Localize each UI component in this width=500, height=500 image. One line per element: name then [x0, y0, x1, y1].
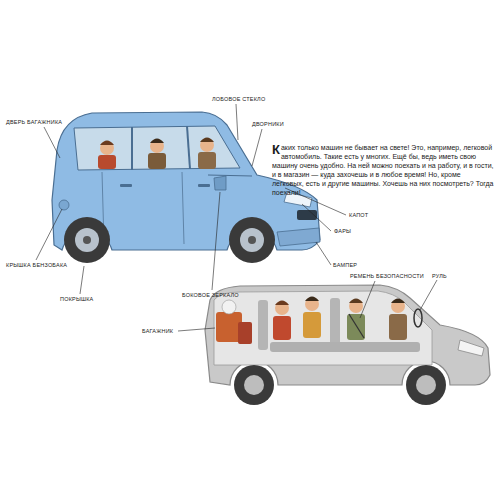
intro-paragraph: Каких только машин не бывает на свете! Э…	[272, 143, 494, 198]
grey-car	[205, 285, 490, 405]
part-label: РЕМЕНЬ БЕЗОПАСНОСТИ	[350, 273, 424, 279]
part-label: ДВЕРЬ БАГАЖНИКА	[6, 119, 62, 125]
part-label: РУЛЬ	[432, 273, 447, 279]
blue-car	[52, 112, 320, 263]
leader-lines	[36, 104, 437, 331]
part-label: ФАРЫ	[334, 228, 351, 234]
part-label: БАМПЕР	[333, 262, 357, 268]
part-label: КРЫШКА БЕНЗОБАКА	[6, 262, 67, 268]
part-label: БАГАЖНИК	[142, 328, 173, 334]
part-label: ПОКРЫШКА	[60, 296, 94, 302]
part-label: КАПОТ	[349, 212, 368, 218]
part-label: ДВОРНИКИ	[252, 121, 284, 127]
part-label: БОКОВОЕ ЗЕРКАЛО	[182, 292, 239, 298]
part-label: ЛОБОВОЕ СТЕКЛО	[212, 96, 265, 102]
